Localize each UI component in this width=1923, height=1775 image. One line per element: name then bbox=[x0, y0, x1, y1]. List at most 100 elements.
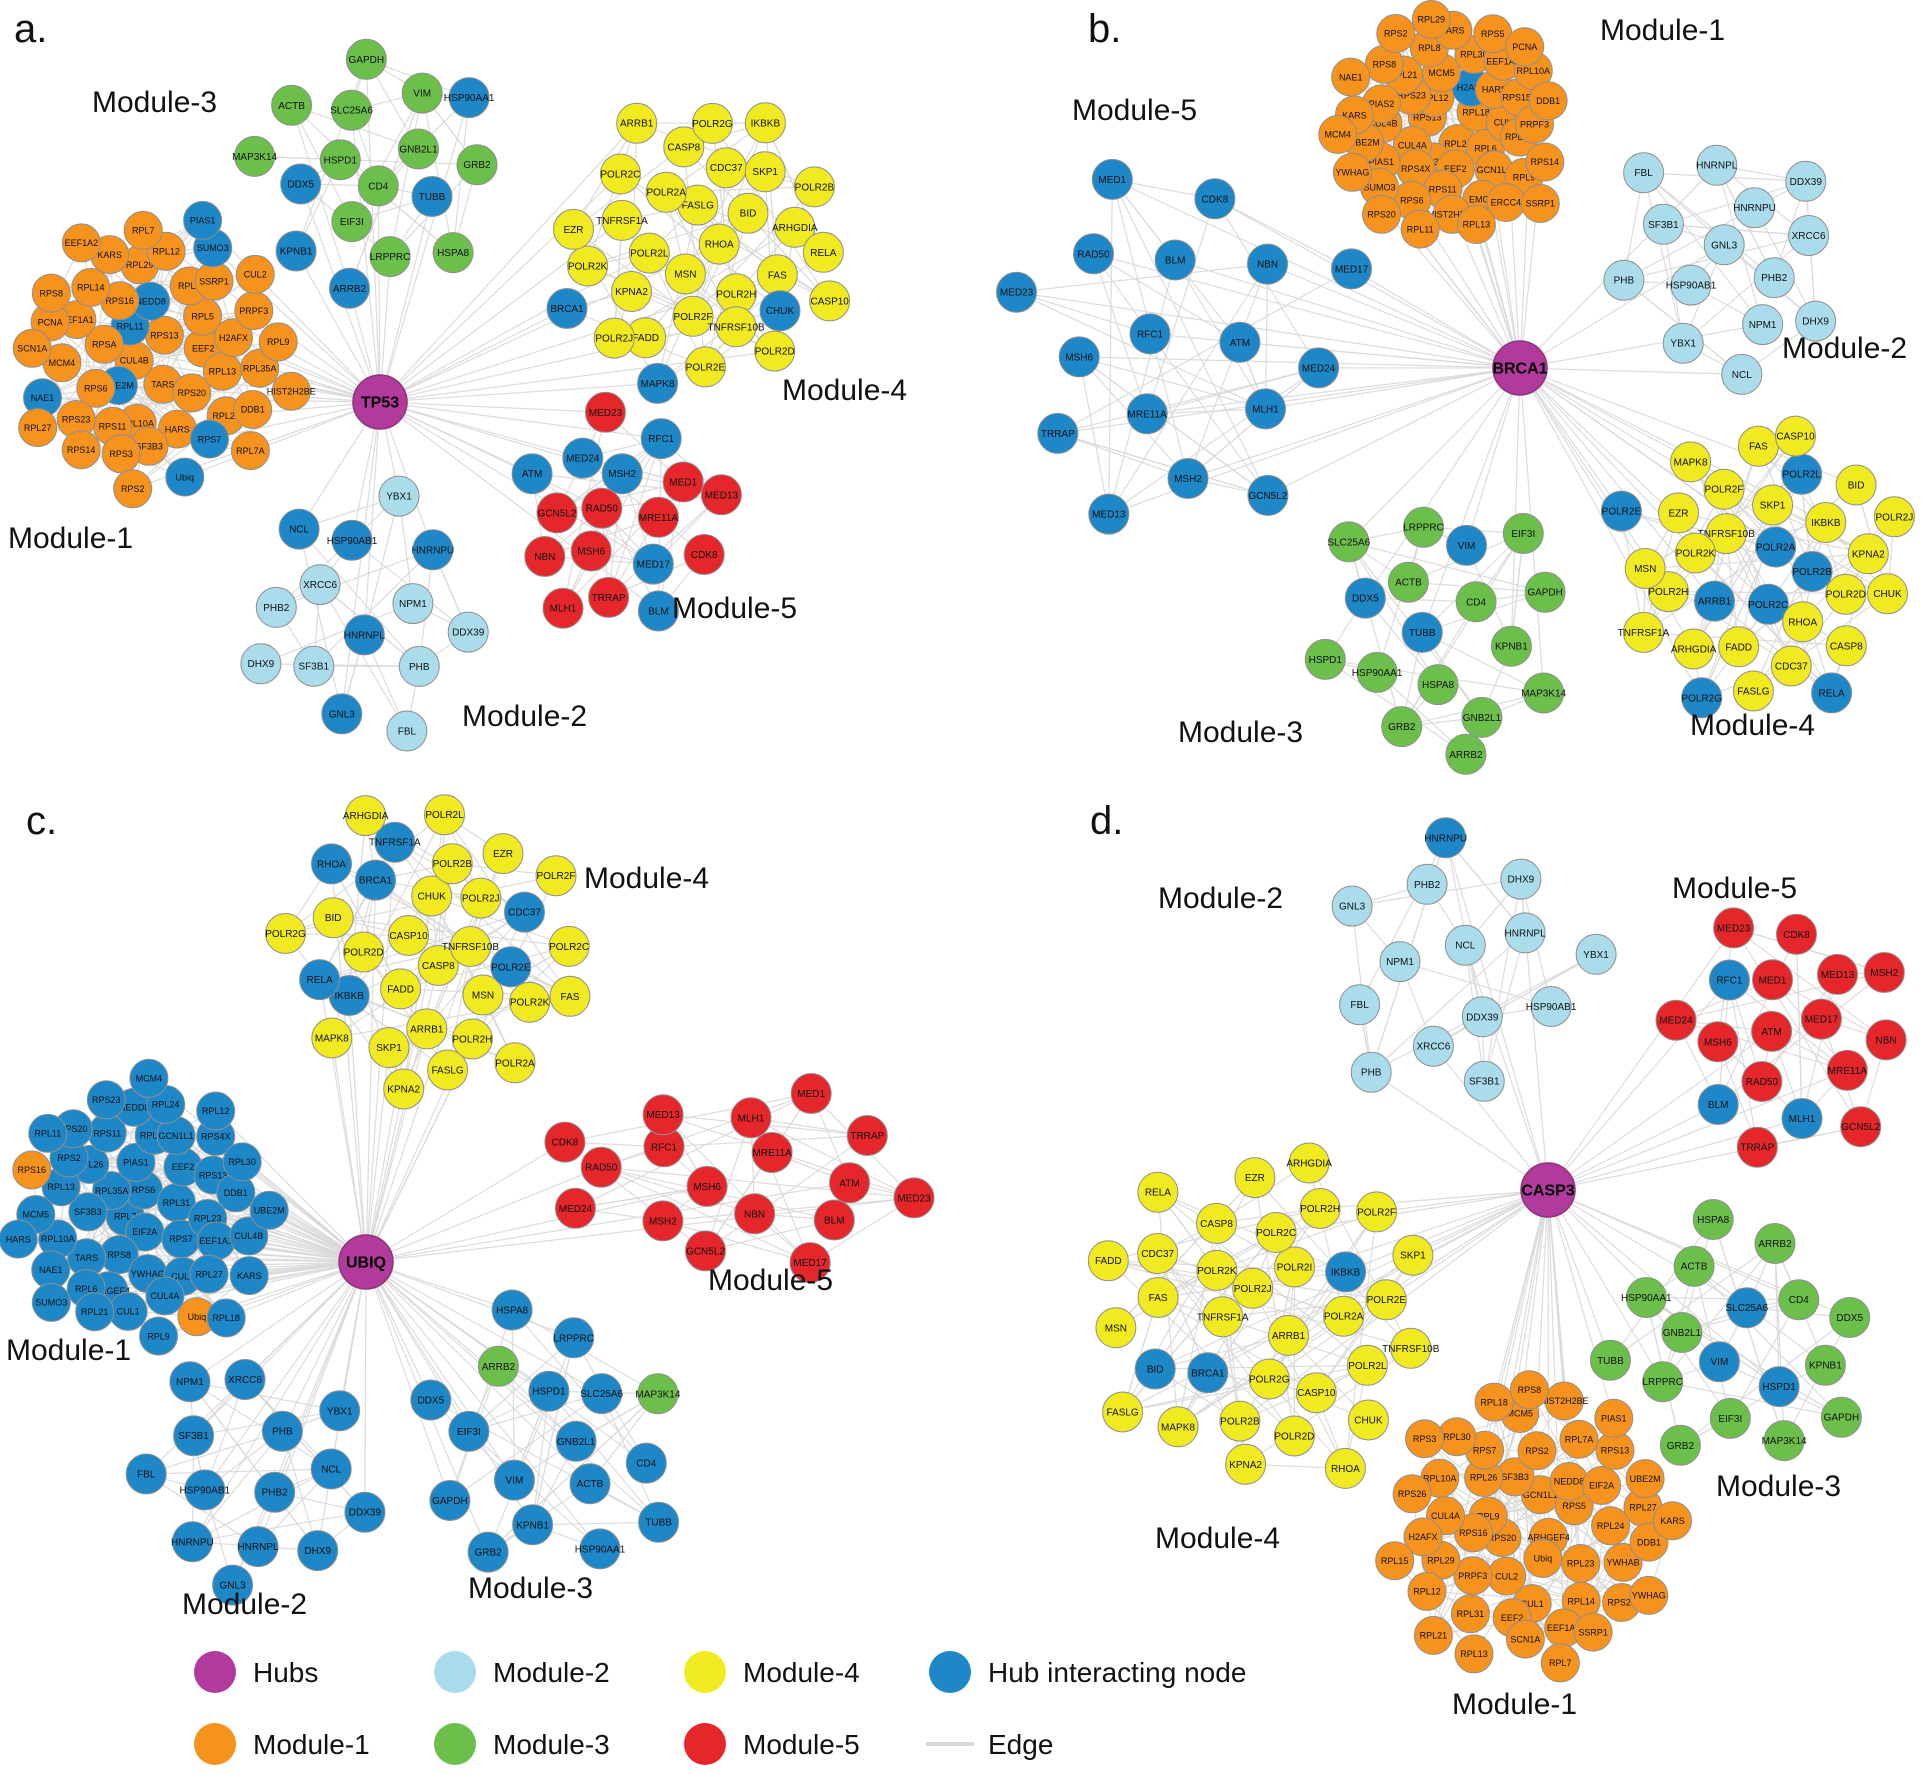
panel-letter: d. bbox=[1090, 799, 1123, 843]
gene-node-label: RPS16 bbox=[105, 296, 134, 306]
gene-node: EZR bbox=[553, 208, 594, 250]
gene-node: CASP8 bbox=[1825, 625, 1867, 667]
gene-node-label: EEF1A1 bbox=[199, 1236, 233, 1246]
gene-node-label: PHB2 bbox=[262, 1488, 289, 1499]
gene-node-circle bbox=[189, 1254, 229, 1294]
gene-node: EIF2A bbox=[1582, 1466, 1622, 1505]
gene-node-label: RPL18 bbox=[212, 1313, 240, 1323]
gene-node: DHX9 bbox=[240, 643, 282, 685]
gene-node-circle bbox=[1817, 953, 1858, 995]
gene-node: POLR2B bbox=[793, 166, 835, 208]
gene-node-label: MED17 bbox=[1335, 264, 1369, 275]
gene-node-label: EEF2 bbox=[192, 343, 215, 353]
gene-node: MED23 bbox=[893, 1177, 935, 1219]
gene-node: FAS bbox=[549, 975, 591, 1017]
gene-node-circle bbox=[584, 391, 626, 433]
gene-node-label: RFC1 bbox=[648, 434, 675, 445]
gene-node: H2AFX bbox=[1403, 1517, 1443, 1557]
gene-node-label: UBE2M bbox=[254, 1205, 285, 1215]
gene-node-circle bbox=[509, 981, 551, 1023]
gene-node-label: FBL bbox=[1350, 1000, 1369, 1011]
gene-node-circle bbox=[406, 1008, 448, 1050]
gene-node-label: PRPF3 bbox=[1520, 119, 1549, 129]
gene-node-label: CDK8 bbox=[552, 1138, 579, 1149]
gene-node: SCN1A bbox=[1505, 1619, 1545, 1659]
gene-node-circle bbox=[601, 199, 643, 241]
gene-node-circle bbox=[628, 232, 670, 274]
gene-node-label: ARRB2 bbox=[333, 284, 367, 295]
gene-node-circle bbox=[1705, 513, 1747, 555]
gene-node: POLR2D bbox=[754, 330, 796, 372]
gene-node-label: FADD bbox=[632, 333, 659, 344]
gene-node-circle bbox=[1582, 1466, 1622, 1505]
gene-node-circle bbox=[715, 306, 757, 348]
gene-node: POLR2E bbox=[684, 346, 726, 388]
gene-node: UBE2M bbox=[249, 1190, 289, 1230]
gene-node-circle bbox=[1653, 1501, 1692, 1541]
gene-node-circle bbox=[1778, 1279, 1820, 1321]
gene-node-circle bbox=[1134, 1348, 1176, 1390]
gene-node: POLR2H bbox=[1299, 1188, 1341, 1229]
module-label: Module-3 bbox=[1178, 716, 1303, 749]
gene-node-circle bbox=[240, 643, 282, 685]
gene-node-label: DDX5 bbox=[1836, 1313, 1863, 1324]
gene-node-circle bbox=[1403, 1517, 1443, 1557]
gene-node-label: RPL12 bbox=[1421, 93, 1449, 103]
gene-node-label: POLR2E bbox=[1602, 507, 1642, 518]
gene-node: POLR2L bbox=[424, 794, 465, 836]
gene-node: RPL9 bbox=[258, 322, 298, 362]
gene-node-circle bbox=[1732, 670, 1774, 712]
gene-node-label: SF3B1 bbox=[1469, 1077, 1500, 1088]
gene-node-label: CDC37 bbox=[508, 908, 541, 919]
gene-node: POLR2G bbox=[691, 102, 733, 144]
gene-node-label: GCN1L1 bbox=[1523, 1490, 1558, 1500]
gene-node-label: SSRP1 bbox=[199, 276, 229, 286]
gene-node-label: RPL7 bbox=[132, 226, 155, 236]
legend-swatch bbox=[434, 1651, 476, 1693]
gene-node-label: FADD bbox=[1725, 642, 1752, 653]
gene-node-circle bbox=[581, 487, 623, 529]
gene-node-label: POLR2B bbox=[795, 182, 835, 193]
gene-node-circle bbox=[1504, 912, 1546, 954]
module-label: Module-2 bbox=[1782, 332, 1907, 365]
gene-node-circle bbox=[380, 968, 422, 1010]
gene-node-label: FADD bbox=[387, 984, 414, 995]
gene-node-circle bbox=[1524, 571, 1566, 613]
gene-node-label: EEF1A2 bbox=[1547, 1623, 1581, 1633]
gene-node: EEF1A1 bbox=[196, 1221, 236, 1261]
gene-node-circle bbox=[1247, 474, 1289, 516]
gene-node: MSH6 bbox=[570, 530, 612, 572]
gene-node-label: RPL31 bbox=[1457, 1609, 1485, 1619]
gene-node-label: RPS11 bbox=[99, 422, 127, 432]
gene-node-label: POLR2K bbox=[510, 998, 550, 1009]
gene-node: SLC25A6 bbox=[330, 89, 373, 131]
gene-node-circle bbox=[1247, 243, 1288, 285]
gene-node: DDX39 bbox=[1785, 160, 1827, 202]
gene-node-circle bbox=[447, 611, 489, 653]
panel-d: NCLDDX39NPM1HNRNPLXRCC6PHB2HSP90AB1FBLDH… bbox=[1087, 799, 1907, 1721]
gene-node: POLR2A bbox=[1323, 1295, 1365, 1337]
gene-node-label: MCM5 bbox=[1507, 1409, 1534, 1419]
gene-node-circle bbox=[1461, 996, 1503, 1038]
gene-node-label: CUL4A bbox=[1398, 141, 1427, 151]
gene-node: RFC1 bbox=[1708, 959, 1750, 1001]
gene-node-circle bbox=[493, 1459, 535, 1501]
gene-node: MED23 bbox=[584, 391, 626, 433]
gene-node: VIM bbox=[1698, 1341, 1740, 1383]
gene-node-label: HARS bbox=[1482, 85, 1507, 95]
gene-node-label: RPS2 bbox=[57, 1153, 81, 1163]
module-label: Module-3 bbox=[92, 86, 217, 119]
gene-node-circle bbox=[1694, 580, 1735, 622]
gene-node: SSRP1 bbox=[1520, 184, 1560, 223]
gene-node-label: RPL13 bbox=[1463, 220, 1491, 230]
gene-node: CD4 bbox=[625, 1442, 667, 1484]
gene-node-circle bbox=[553, 1317, 595, 1359]
gene-node-circle bbox=[1642, 203, 1684, 245]
gene-node-circle bbox=[1196, 1202, 1237, 1244]
gene-node-circle bbox=[1091, 158, 1133, 200]
gene-node: HSPA8 bbox=[1692, 1199, 1734, 1240]
gene-node-label: NAE1 bbox=[39, 1265, 63, 1275]
gene-node-label: SKP1 bbox=[376, 1043, 402, 1054]
gene-node-circle bbox=[1375, 1541, 1415, 1581]
gene-node: HSP90AB1 bbox=[1526, 986, 1577, 1027]
